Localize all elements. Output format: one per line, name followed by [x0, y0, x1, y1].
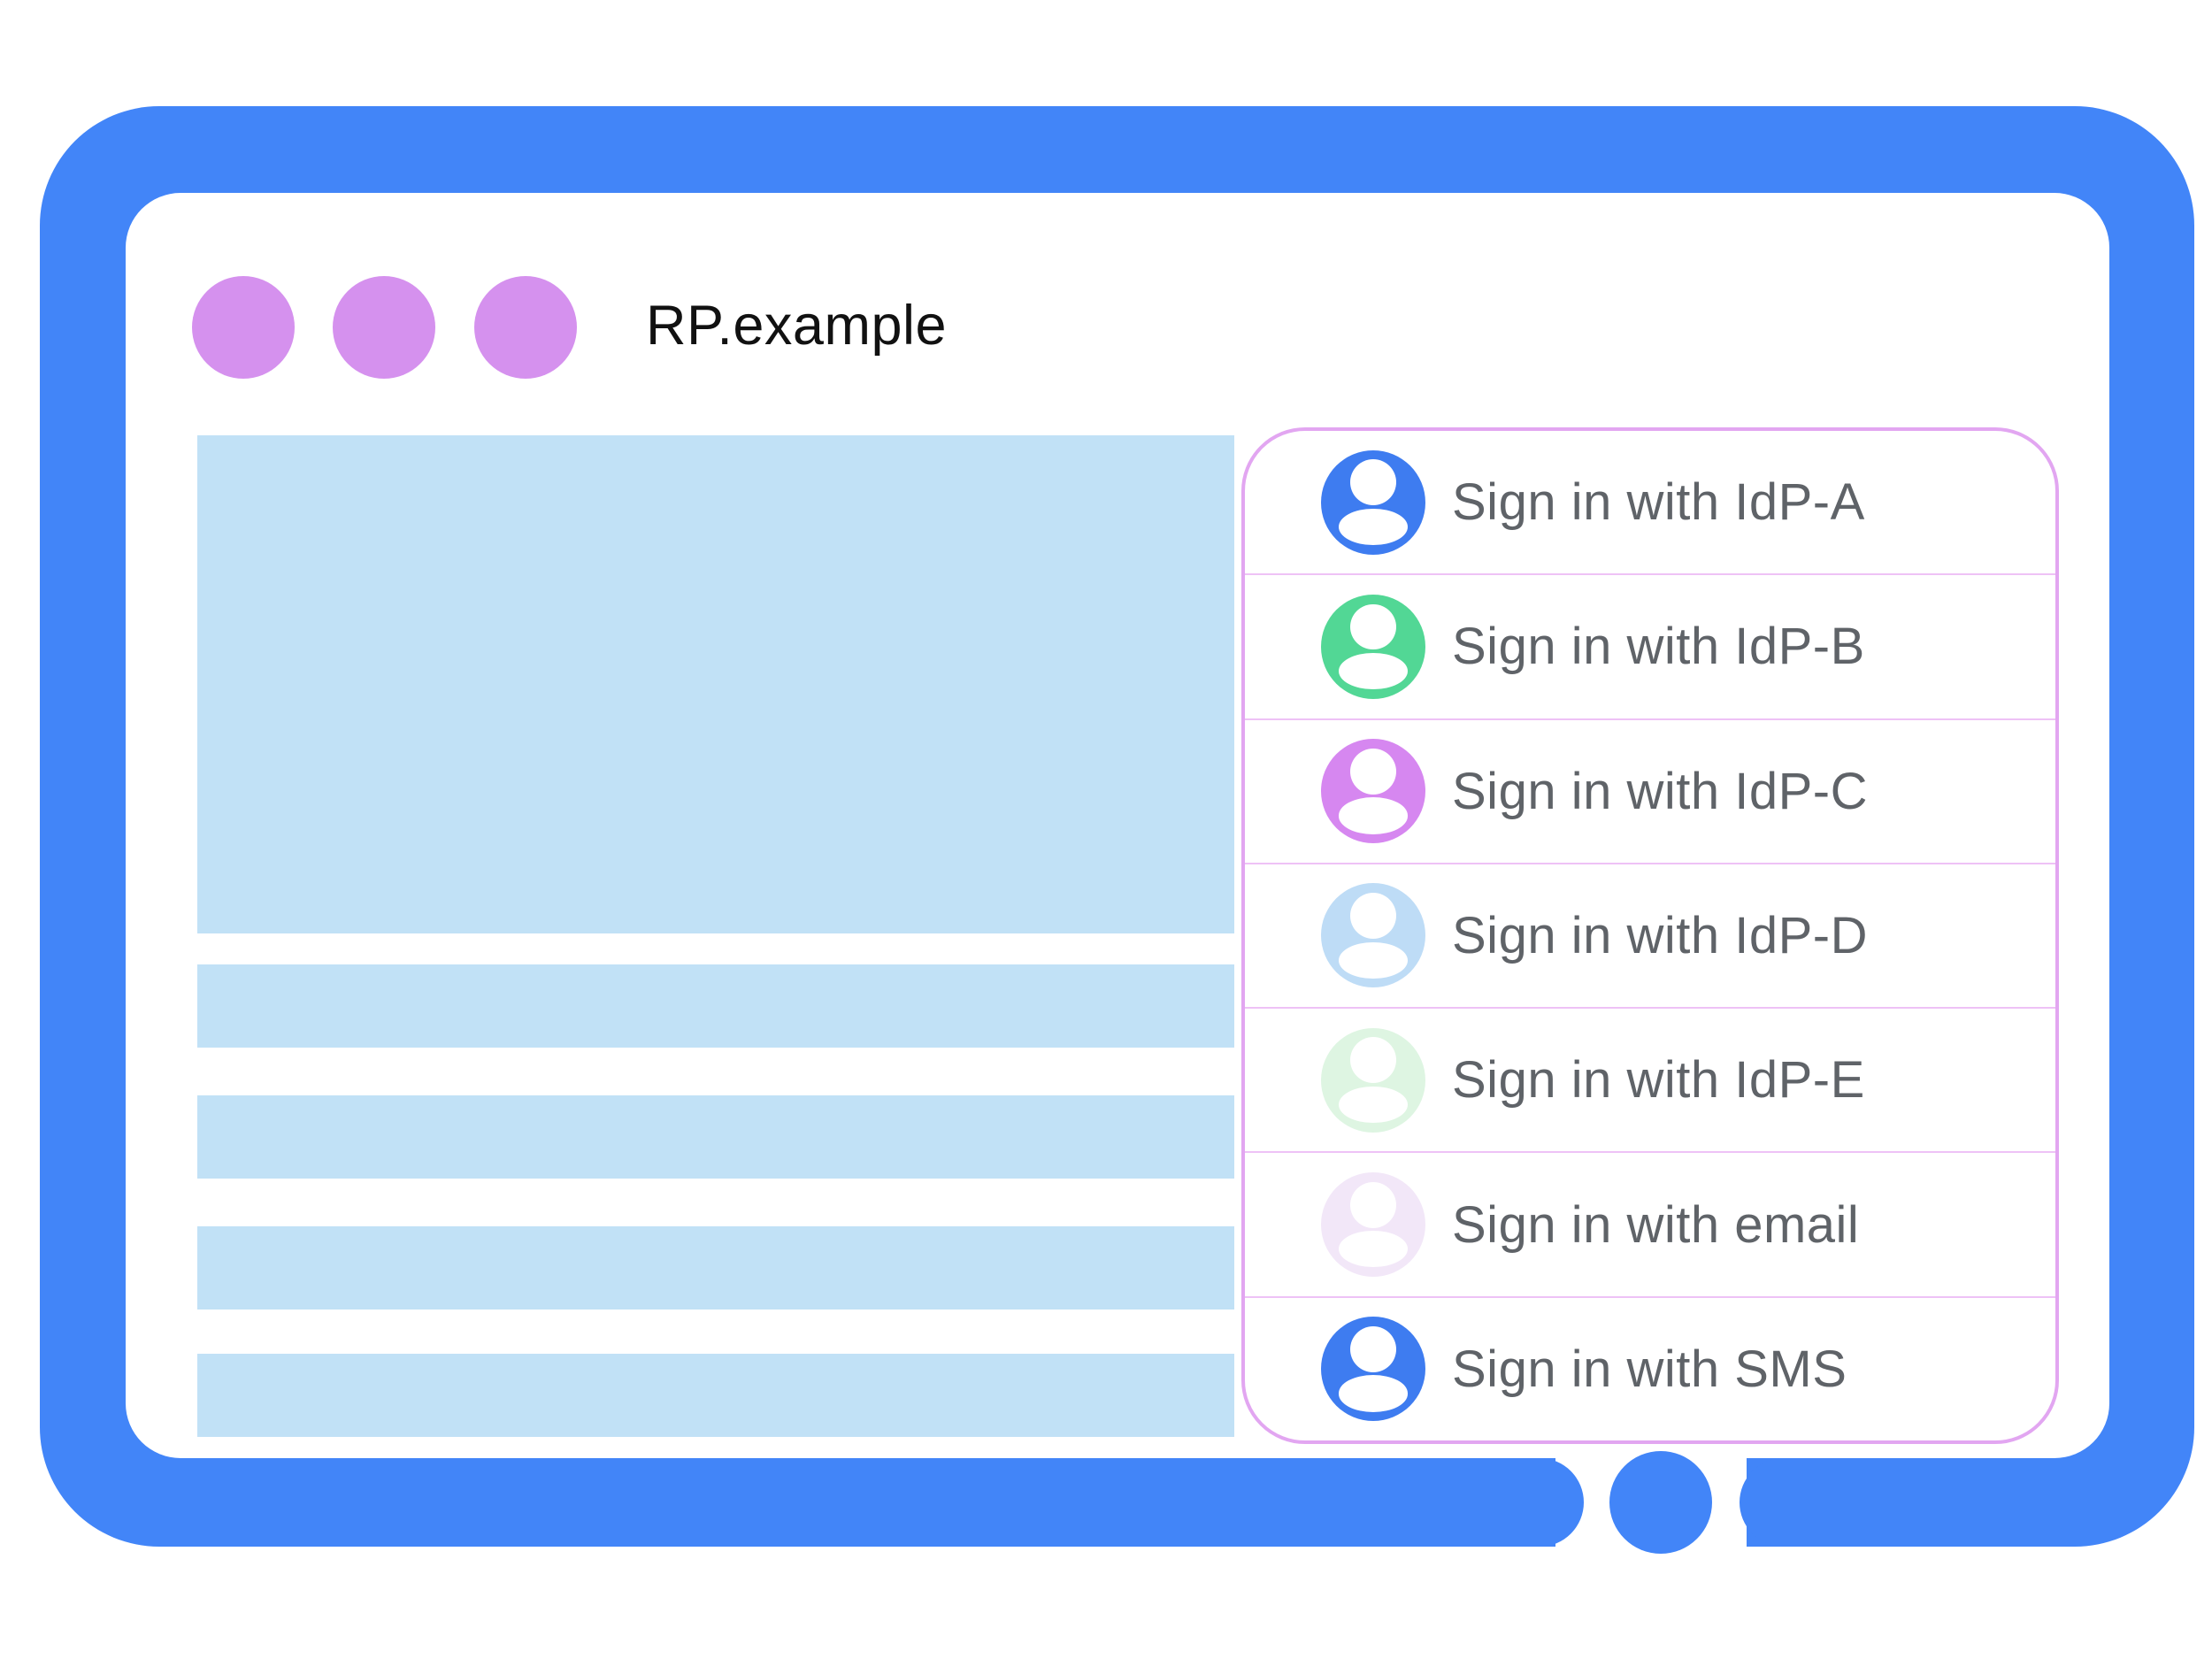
sign-in-item-idp-d[interactable]: Sign in with IdP-D [1245, 864, 2055, 1010]
sign-in-label: Sign in with IdP-B [1452, 618, 1865, 676]
sign-in-label: Sign in with IdP-E [1452, 1051, 1865, 1110]
person-avatar-icon [1321, 739, 1425, 844]
content-placeholder-bar [197, 1095, 1234, 1179]
sign-in-label: Sign in with email [1452, 1195, 1860, 1254]
person-avatar-icon [1321, 1317, 1425, 1422]
content-placeholder-bar [197, 964, 1234, 1048]
sign-in-label: Sign in with SMS [1452, 1340, 1847, 1398]
sign-in-item-idp-a[interactable]: Sign in with IdP-A [1245, 431, 2055, 576]
content-placeholder-bar [197, 1226, 1234, 1310]
window-control-dot [333, 276, 435, 379]
person-avatar-icon [1321, 449, 1425, 555]
content-placeholder-bar [197, 1354, 1234, 1437]
frame-bottom-left-cap [1398, 1458, 1584, 1547]
person-avatar-icon [1321, 1027, 1425, 1133]
sign-in-item-idp-b[interactable]: Sign in with IdP-B [1245, 575, 2055, 720]
bottom-notch-circle [1609, 1451, 1712, 1554]
sign-in-label: Sign in with IdP-A [1452, 473, 1865, 532]
person-avatar-icon [1321, 594, 1425, 699]
sign-in-label: Sign in with IdP-C [1452, 762, 1868, 820]
sign-in-label: Sign in with IdP-D [1452, 906, 1868, 964]
person-avatar-icon [1321, 883, 1425, 988]
person-avatar-icon [1321, 1172, 1425, 1278]
page-title: RP.example [646, 295, 948, 357]
window-control-dot [192, 276, 295, 379]
sign-in-item-sms[interactable]: Sign in with SMS [1245, 1298, 2055, 1440]
sign-in-item-email[interactable]: Sign in with email [1245, 1153, 2055, 1298]
frame-bottom-right-cap [1740, 1458, 1925, 1547]
window-control-dot [474, 276, 577, 379]
sign-in-item-idp-e[interactable]: Sign in with IdP-E [1245, 1009, 2055, 1154]
sign-in-item-idp-c[interactable]: Sign in with IdP-C [1245, 720, 2055, 864]
content-placeholder-hero [197, 435, 1234, 933]
account-chooser-panel: Sign in with IdP-A Sign in with IdP-B Si… [1241, 427, 2059, 1444]
